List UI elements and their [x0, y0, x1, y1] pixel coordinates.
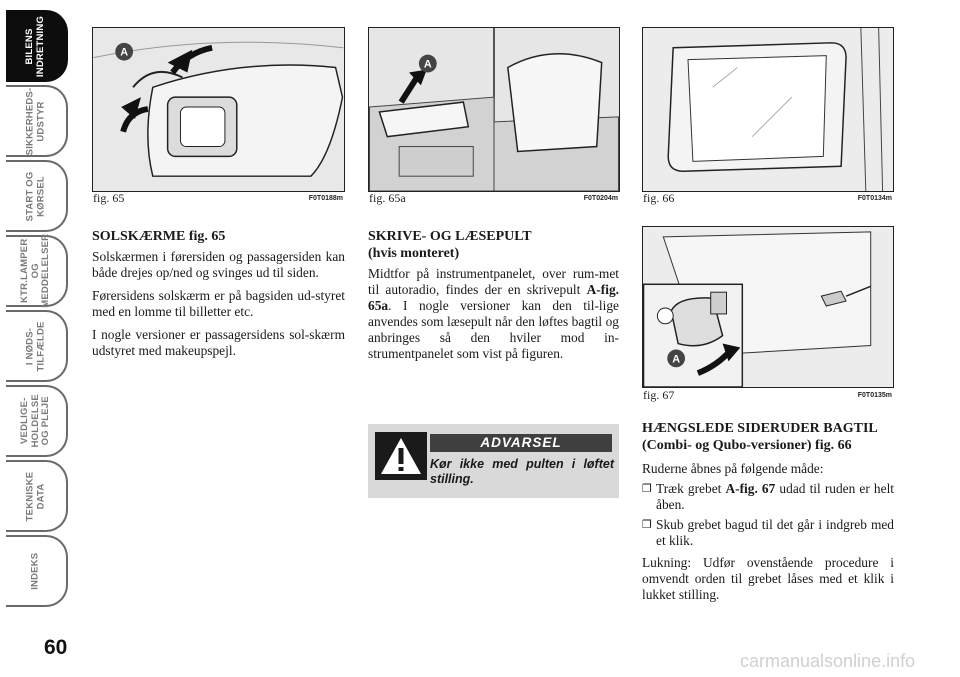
figure-65-marker: A [120, 47, 128, 59]
figure-67-marker: A [672, 353, 680, 365]
figure-65: A fig. 65 F0T0188m [92, 27, 345, 207]
list-item: ❒ Træk grebet A-fig. 67 udad til ruden e… [642, 481, 895, 512]
figure-67-caption: fig. 67 [643, 388, 675, 402]
figure-65a-illustration: A [368, 27, 620, 192]
warning-triangle-icon [375, 432, 427, 480]
figure-66-illustration [642, 27, 894, 192]
paragraph: Førersidens solskærm er på bagsiden ud-s… [92, 288, 345, 319]
desk-heading: SKRIVE- OG LÆSEPULT [368, 229, 532, 244]
checkbox-bullet-icon: ❒ [642, 518, 652, 531]
tab-i-nodstilfaelde[interactable]: I NØDS- TILFÆLDE [6, 310, 68, 382]
figure-67-illustration: A [642, 226, 894, 388]
checkbox-bullet-icon: ❒ [642, 482, 652, 495]
sun-visor-heading: SOLSKÆRME fig. 65 [92, 229, 226, 244]
figure-65-caption: fig. 65 [93, 191, 125, 205]
watermark: carmanualsonline.info [740, 651, 916, 671]
desk-heading-note: (hvis monteret) [368, 246, 460, 261]
tab-label: BILENS INDRETNING [24, 15, 47, 77]
tab-label: INDEKS [29, 552, 41, 590]
warning-title: ADVARSEL [430, 434, 612, 452]
tab-bilens-indretning[interactable]: BILENS INDRETNING [6, 10, 68, 82]
figure-66: fig. 66 F0T0134m [642, 27, 894, 207]
warning-box: ADVARSEL Kør ikke med pulten i løftet st… [368, 424, 619, 498]
list-item: ❒ Skub grebet bagud til det går i indgre… [642, 517, 894, 548]
tab-label: START OG KØRSEL [24, 171, 46, 221]
paragraph: Lukning: Udfør ovenstående procedure i o… [642, 555, 894, 602]
column-1-text: SOLSKÆRME fig. 65 Solskærmen i førerside… [92, 228, 345, 366]
figure-reference: A-fig. 65a [368, 282, 619, 313]
paragraph: I nogle versioner er passagersidens sol-… [92, 327, 345, 358]
figure-65a-code: F0T0204m [583, 195, 618, 202]
figure-65-code: F0T0188m [308, 195, 343, 202]
figure-67: A fig. 67 F0T0135m [642, 226, 894, 406]
column-2-text: SKRIVE- OG LÆSEPULT (hvis monteret) Midt… [368, 228, 619, 369]
tab-label: SIKKERHEDS- UDSTYR [24, 87, 47, 155]
figure-66-code: F0T0134m [857, 195, 892, 202]
tab-label: VEDLIGE- HOLDELSE OG PLEJE [19, 394, 52, 448]
page-number: 60 [44, 636, 68, 659]
figure-66-caption: fig. 66 [643, 191, 675, 205]
tab-label: KTR.LAMPER OG MEDDELELSER [19, 234, 52, 308]
tab-sikkerhedsudstyr[interactable]: SIKKERHEDS- UDSTYR [6, 85, 68, 157]
tab-label: I NØDS- TILFÆLDE [24, 320, 47, 372]
paragraph: Midtfor på instrumentpanelet, over rum-m… [368, 266, 619, 361]
windows-heading-note: (Combi- og Qubo-versioner) fig. 66 [642, 438, 852, 453]
figure-reference: A-fig. 67 [725, 481, 776, 496]
figure-65a-caption: fig. 65a [369, 191, 406, 205]
tab-vedligeholdelse[interactable]: VEDLIGE- HOLDELSE OG PLEJE [6, 385, 68, 457]
tab-tekniske-data[interactable]: TEKNISKE DATA [6, 460, 68, 532]
windows-heading: HÆNGSLEDE SIDERUDER BAGTIL [642, 421, 878, 436]
warning-text: Kør ikke med pulten i løftet stilling. [430, 457, 614, 486]
tab-start-og-korsel[interactable]: START OG KØRSEL [6, 160, 68, 232]
paragraph: Solskærmen i førersiden og passagersiden… [92, 249, 345, 280]
section-tabs: BILENS INDRETNING SIKKERHEDS- UDSTYR STA… [0, 0, 74, 640]
tab-indeks[interactable]: INDEKS [6, 535, 68, 607]
tab-label: TEKNISKE DATA [24, 471, 46, 521]
column-3-text: HÆNGSLEDE SIDERUDER BAGTIL (Combi- og Qu… [642, 420, 894, 610]
figure-65a: A fig. 65a F0T0204m [368, 27, 620, 207]
tab-ktr-lamper[interactable]: KTR.LAMPER OG MEDDELELSER [6, 234, 68, 308]
paragraph: Ruderne åbnes på følgende måde: [642, 461, 824, 476]
figure-67-code: F0T0135m [857, 392, 892, 399]
figure-65a-marker: A [424, 59, 432, 71]
figure-65-illustration: A [92, 27, 345, 192]
